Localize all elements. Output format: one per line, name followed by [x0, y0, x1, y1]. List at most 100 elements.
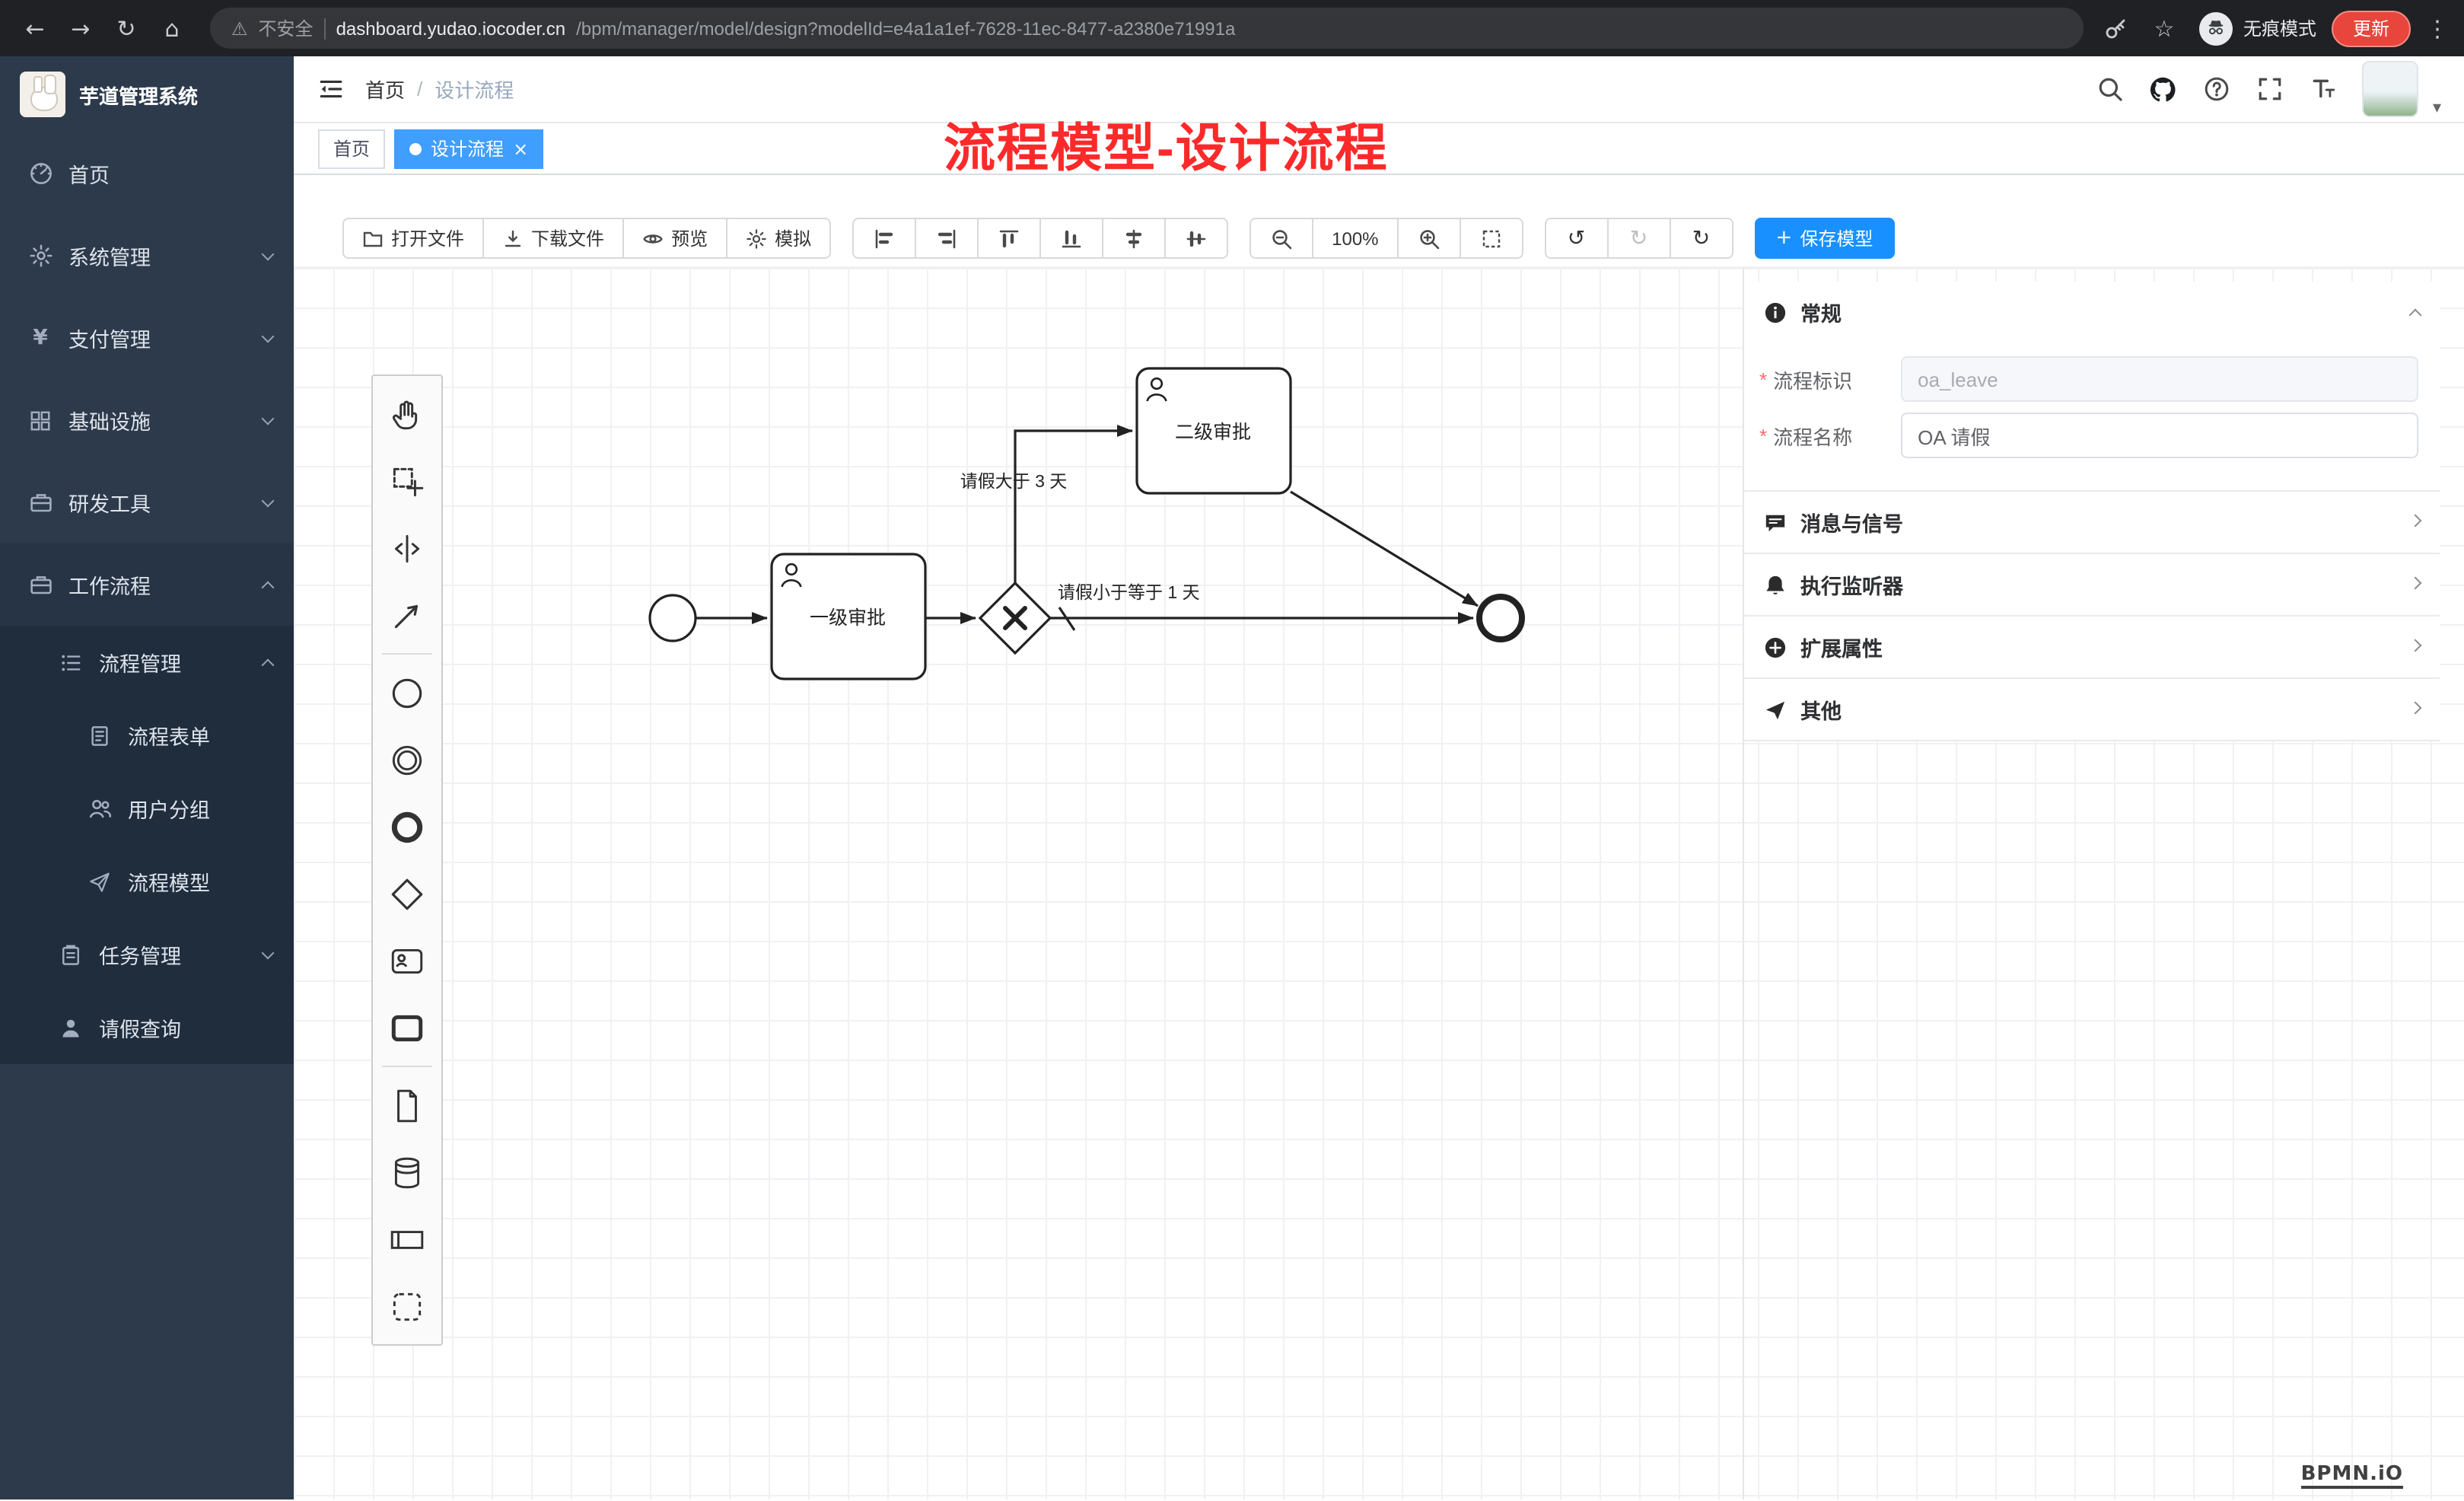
- sidebar-collapse-icon[interactable]: [317, 75, 344, 103]
- palette-separator: [382, 1066, 432, 1067]
- edge-label-greater-than[interactable]: 请假大于 3 天: [960, 471, 1068, 491]
- browser-menu-icon[interactable]: ⋮: [2426, 14, 2449, 42]
- palette-participant[interactable]: [373, 1206, 441, 1273]
- caret-down-icon[interactable]: ▾: [2432, 97, 2441, 117]
- task-node-first-approval[interactable]: 一级审批: [770, 553, 927, 680]
- simulate-button[interactable]: 模拟: [726, 218, 832, 259]
- search-icon[interactable]: [2096, 75, 2124, 103]
- palette-start-event[interactable]: [373, 659, 441, 726]
- palette-group[interactable]: [373, 1273, 441, 1340]
- fullscreen-icon[interactable]: [2256, 75, 2284, 103]
- bookmark-star-icon[interactable]: ☆: [2154, 14, 2175, 42]
- zoom-out-button[interactable]: [1250, 218, 1314, 259]
- undo-button[interactable]: ↺: [1544, 218, 1609, 259]
- palette-user-task[interactable]: [373, 927, 441, 994]
- align-horizontal-center-button[interactable]: [1102, 218, 1167, 259]
- align-top-button[interactable]: [977, 218, 1042, 259]
- refresh-icon: ↻: [1692, 226, 1711, 250]
- preview-button[interactable]: 预览: [622, 218, 728, 259]
- section-other-header[interactable]: 其他: [1744, 679, 2440, 740]
- redo-button[interactable]: ↻: [1606, 218, 1671, 259]
- sidebar-item-home[interactable]: 首页: [0, 132, 294, 215]
- breadcrumb-home[interactable]: 首页: [365, 79, 406, 102]
- start-event-node[interactable]: [648, 594, 697, 642]
- sidebar-item-leave-query[interactable]: 请假查询: [0, 991, 294, 1064]
- browser-back-button[interactable]: ←: [25, 14, 45, 42]
- sidebar-item-user-group[interactable]: 用户分组: [0, 772, 294, 845]
- browser-forward-button[interactable]: →: [71, 14, 91, 42]
- bpmn-canvas[interactable]: 一级审批 二级审批: [294, 266, 2464, 1499]
- save-model-button[interactable]: + 保存模型: [1754, 218, 1895, 259]
- chevron-up-icon: [2408, 308, 2422, 321]
- palette-global-connect-tool[interactable]: [373, 582, 441, 649]
- process-name-input[interactable]: [1901, 413, 2418, 458]
- close-icon[interactable]: ×: [513, 138, 529, 159]
- palette-data-store[interactable]: [373, 1139, 441, 1206]
- align-right-button[interactable]: [915, 218, 979, 259]
- palette-intermediate-event[interactable]: [373, 726, 441, 793]
- tab-design-process[interactable]: 设计流程 ×: [394, 129, 544, 168]
- zoom-level-display[interactable]: 100%: [1312, 218, 1399, 259]
- align-bottom-button[interactable]: [1039, 218, 1104, 259]
- message-icon: [1764, 511, 1787, 534]
- bpmn-io-watermark[interactable]: BPMN.iO: [2300, 1463, 2403, 1489]
- flow-gateway-to-task2[interactable]: [1014, 425, 1133, 583]
- security-label[interactable]: 不安全: [258, 18, 314, 40]
- tab-home[interactable]: 首页: [318, 129, 386, 168]
- sidebar-item-workflow[interactable]: 工作流程: [0, 543, 294, 626]
- edge-label-less-equal[interactable]: 请假小于等于 1 天: [1058, 582, 1200, 602]
- fit-viewport-button[interactable]: [1459, 218, 1523, 259]
- align-left-button[interactable]: [852, 218, 917, 259]
- browser-reload-button[interactable]: ↻: [116, 14, 136, 42]
- bpmn-palette: [371, 374, 443, 1346]
- app-logo-row[interactable]: 芋道管理系统: [0, 56, 294, 132]
- section-extended-header[interactable]: 扩展属性: [1744, 617, 2440, 677]
- palette-space-tool[interactable]: [373, 515, 441, 582]
- align-vertical-center-button[interactable]: [1164, 218, 1229, 259]
- sidebar-item-process-form[interactable]: 流程表单: [0, 699, 294, 772]
- password-key-icon[interactable]: [2102, 14, 2129, 42]
- list-tree-icon: [58, 649, 84, 675]
- browser-home-button[interactable]: ⌂: [164, 14, 180, 42]
- breadcrumb-separator: /: [417, 78, 423, 100]
- browser-update-button[interactable]: 更新: [2331, 10, 2411, 46]
- process-key-input[interactable]: [1901, 356, 2418, 402]
- palette-data-object[interactable]: [373, 1072, 441, 1139]
- section-general-header[interactable]: 常规: [1744, 282, 2440, 343]
- palette-hand-tool[interactable]: [373, 381, 441, 448]
- help-icon[interactable]: [2203, 75, 2230, 103]
- sidebar-item-payment[interactable]: ¥ 支付管理: [0, 297, 294, 379]
- section-listeners-header[interactable]: 执行监听器: [1744, 554, 2440, 615]
- flow-task2-to-end[interactable]: [1290, 490, 1479, 607]
- exclusive-gateway-node[interactable]: [978, 581, 1052, 655]
- palette-lasso-tool[interactable]: [373, 448, 441, 515]
- font-size-icon[interactable]: [2310, 75, 2337, 103]
- address-bar[interactable]: ⚠ 不安全 dashboard.yudao.iocoder.cn/bpm/man…: [210, 8, 2084, 49]
- sidebar-item-devtools[interactable]: 研发工具: [0, 461, 294, 543]
- sidebar-item-task-management[interactable]: 任务管理: [0, 918, 294, 991]
- sidebar-item-label: 流程模型: [128, 872, 210, 895]
- chevron-right-icon: [2408, 638, 2422, 652]
- sidebar-item-process-model[interactable]: 流程模型: [0, 845, 294, 918]
- github-icon[interactable]: [2150, 75, 2177, 103]
- sidebar-item-infrastructure[interactable]: 基础设施: [0, 379, 294, 461]
- sidebar: 芋道管理系统 首页 系统管理 ¥ 支付管理 基础设施: [0, 56, 294, 1499]
- task-node-second-approval[interactable]: 二级审批: [1135, 367, 1292, 495]
- user-avatar[interactable]: [2362, 61, 2419, 117]
- palette-end-event[interactable]: [373, 793, 441, 860]
- sidebar-item-label: 流程表单: [128, 726, 210, 749]
- open-file-button[interactable]: 打开文件: [342, 218, 485, 259]
- sidebar-item-process-management[interactable]: 流程管理: [0, 626, 294, 699]
- sequence-flows[interactable]: [696, 425, 1479, 631]
- download-file-button[interactable]: 下载文件: [482, 218, 625, 259]
- zoom-in-button[interactable]: [1396, 218, 1461, 259]
- history-button-group: ↺ ↻ ↻: [1544, 218, 1733, 259]
- palette-gateway[interactable]: [373, 860, 441, 927]
- restart-button[interactable]: ↻: [1669, 218, 1733, 259]
- task2-label: 二级审批: [1175, 422, 1251, 443]
- palette-call-activity[interactable]: [373, 994, 441, 1061]
- sidebar-item-system[interactable]: 系统管理: [0, 215, 294, 297]
- incognito-indicator[interactable]: 无痕模式: [2198, 11, 2316, 45]
- end-event-node[interactable]: [1476, 594, 1525, 642]
- section-messages-header[interactable]: 消息与信号: [1744, 492, 2440, 553]
